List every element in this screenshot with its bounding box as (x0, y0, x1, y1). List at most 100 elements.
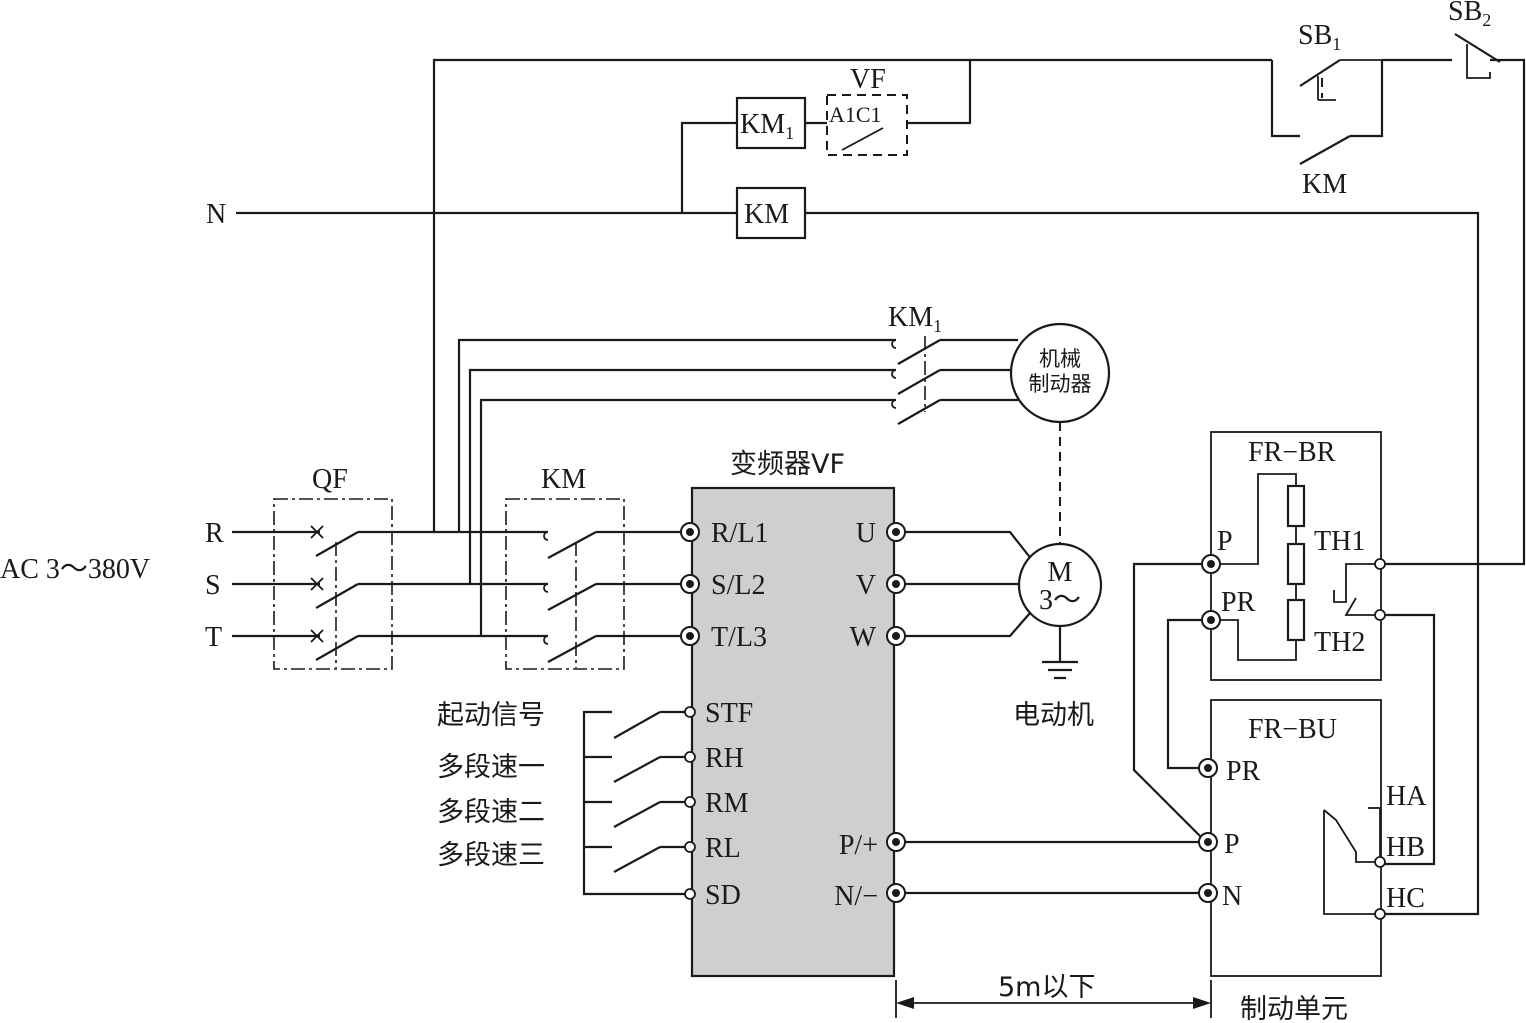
breaker-cross-s (310, 577, 324, 591)
signal-speed-2: 多段速二 (437, 797, 545, 828)
control-circuit: VF A1C1 KM1 KM SB1 KM SB2 (236, 0, 1526, 916)
phase-r-label: R (205, 518, 224, 549)
p-link-wire (1132, 562, 1203, 839)
contactor-km-label: KM (541, 464, 586, 495)
brake-feed-s (468, 368, 896, 584)
switch-rl (613, 846, 661, 873)
input-label-tl3: T/L3 (711, 622, 767, 653)
contactor-km-arc-s (543, 583, 549, 593)
switch-stf (613, 711, 661, 739)
th2-terminal (1374, 609, 1386, 621)
motor-wire-w (905, 612, 1031, 638)
fr-bu-unit: FR−BU PR P N HA HB HC 制动单元 (1198, 699, 1427, 1023)
contactor-km1-arc-3 (891, 399, 897, 409)
vf-contact-title: VF (850, 64, 886, 95)
contactor-km1-label: KM1 (888, 302, 942, 336)
signal-speed-1: 多段速一 (437, 752, 545, 783)
terminal-rl1-core (686, 528, 694, 536)
bu-label-ha: HA (1386, 781, 1427, 812)
dc-label-n: N/− (834, 881, 878, 912)
terminal-sl2-core (686, 580, 694, 588)
km-hold-blade (1299, 135, 1351, 165)
sb1-left-wire (1270, 60, 1300, 138)
inverter-vf: 变频器VF R/L1 S/L2 T/L3 U V W STF RH RM RL … (680, 449, 906, 978)
hc-terminal (1374, 908, 1386, 920)
resistor-bottom-wire (1218, 619, 1297, 661)
th1-terminal (1374, 558, 1386, 570)
terminal-p-plus-core (892, 838, 900, 846)
sb2-push-icon (1466, 44, 1491, 79)
bu-terminal-pr-core (1204, 764, 1212, 772)
contactor-km1-arc-1 (891, 339, 897, 349)
supply-label: AC 3～380V (0, 554, 150, 585)
breaker-cross-r (310, 525, 324, 539)
signal-start: 起动信号 (437, 700, 545, 731)
terminal-rh (684, 751, 696, 763)
brake-label-1: 机械 (1039, 347, 1081, 371)
output-label-v: V (856, 570, 876, 601)
breaker-blade-s (315, 583, 359, 609)
dimension-arrow-right (1193, 997, 1211, 1009)
terminal-w-core (892, 632, 900, 640)
phase-t-label: T (205, 622, 222, 653)
br-label-p: P (1217, 526, 1233, 557)
output-label-u: U (856, 518, 876, 549)
ground-icon (1042, 660, 1078, 680)
motor-label-m: M (1048, 557, 1073, 588)
bu-label-hc: HC (1386, 883, 1425, 914)
motor-wire-u (905, 530, 1033, 561)
distance-label: 5m以下 (998, 972, 1095, 1003)
resistor-top-wire (1218, 473, 1297, 565)
resistor-1 (1286, 484, 1306, 528)
vf-contact-terms: A1C1 (829, 102, 882, 127)
terminal-u-core (892, 528, 900, 536)
breaker-label: QF (312, 464, 348, 495)
sb1-push-icon (1317, 76, 1336, 101)
input-label-rl1: R/L1 (711, 518, 769, 549)
breaker-cross-t (310, 629, 324, 643)
control-label-rh: RH (705, 743, 744, 774)
phase-s-label: S (205, 570, 221, 601)
terminal-v-core (892, 580, 900, 588)
control-supply-wire (432, 58, 1272, 532)
terminal-rl (684, 841, 696, 853)
brake-feed-t (479, 398, 896, 636)
input-label-sl2: S/L2 (711, 570, 765, 601)
sb2-return-wire (1382, 58, 1526, 566)
thermal-contact-upper (1333, 563, 1375, 603)
distance-dimension: 5m以下 (895, 972, 1212, 1018)
fr-br-title: FR−BR (1248, 437, 1336, 468)
brake-label-2: 制动器 (1029, 372, 1092, 396)
fr-bu-title: FR−BU (1248, 714, 1337, 745)
mechanical-brake: 机械 制动器 (1009, 322, 1111, 545)
bu-label-p: P (1224, 829, 1240, 860)
fr-br-unit: FR−BR P PR TH1 TH2 (1132, 431, 1436, 866)
output-label-w: W (850, 622, 877, 653)
br-terminal-p-core (1207, 560, 1215, 568)
km1-coil-label: KM1 (740, 109, 794, 143)
resistor-2 (1286, 542, 1306, 586)
control-label-sd: SD (705, 880, 741, 911)
control-switches: 起动信号 多段速一 多段速二 多段速三 (437, 700, 685, 896)
hb-terminal (1374, 856, 1386, 868)
km-hold-wire (1350, 60, 1384, 138)
sb2-label: SB2 (1448, 0, 1491, 30)
km-hold-label: KM (1302, 169, 1347, 200)
motor-label-phase: 3～ (1039, 585, 1081, 616)
terminal-rm (684, 796, 696, 808)
terminal-sd (684, 888, 696, 900)
dc-label-p: P/+ (839, 830, 878, 861)
breaker-blade-r (315, 531, 359, 557)
contactor-km-blade-s (547, 583, 597, 611)
breaker-blade-t (315, 635, 359, 661)
dimension-arrow-left (896, 997, 914, 1009)
brake-feed-r (457, 338, 896, 532)
km-coil-label: KM (744, 199, 789, 230)
contactor-km1-blade-1 (897, 339, 941, 365)
contactor-km1-arc-2 (891, 369, 897, 379)
relay-common-wire (1323, 810, 1375, 915)
br-label-th2: TH2 (1314, 627, 1365, 658)
contactor-km-arc-r (543, 531, 549, 541)
km-coil (735, 186, 807, 240)
